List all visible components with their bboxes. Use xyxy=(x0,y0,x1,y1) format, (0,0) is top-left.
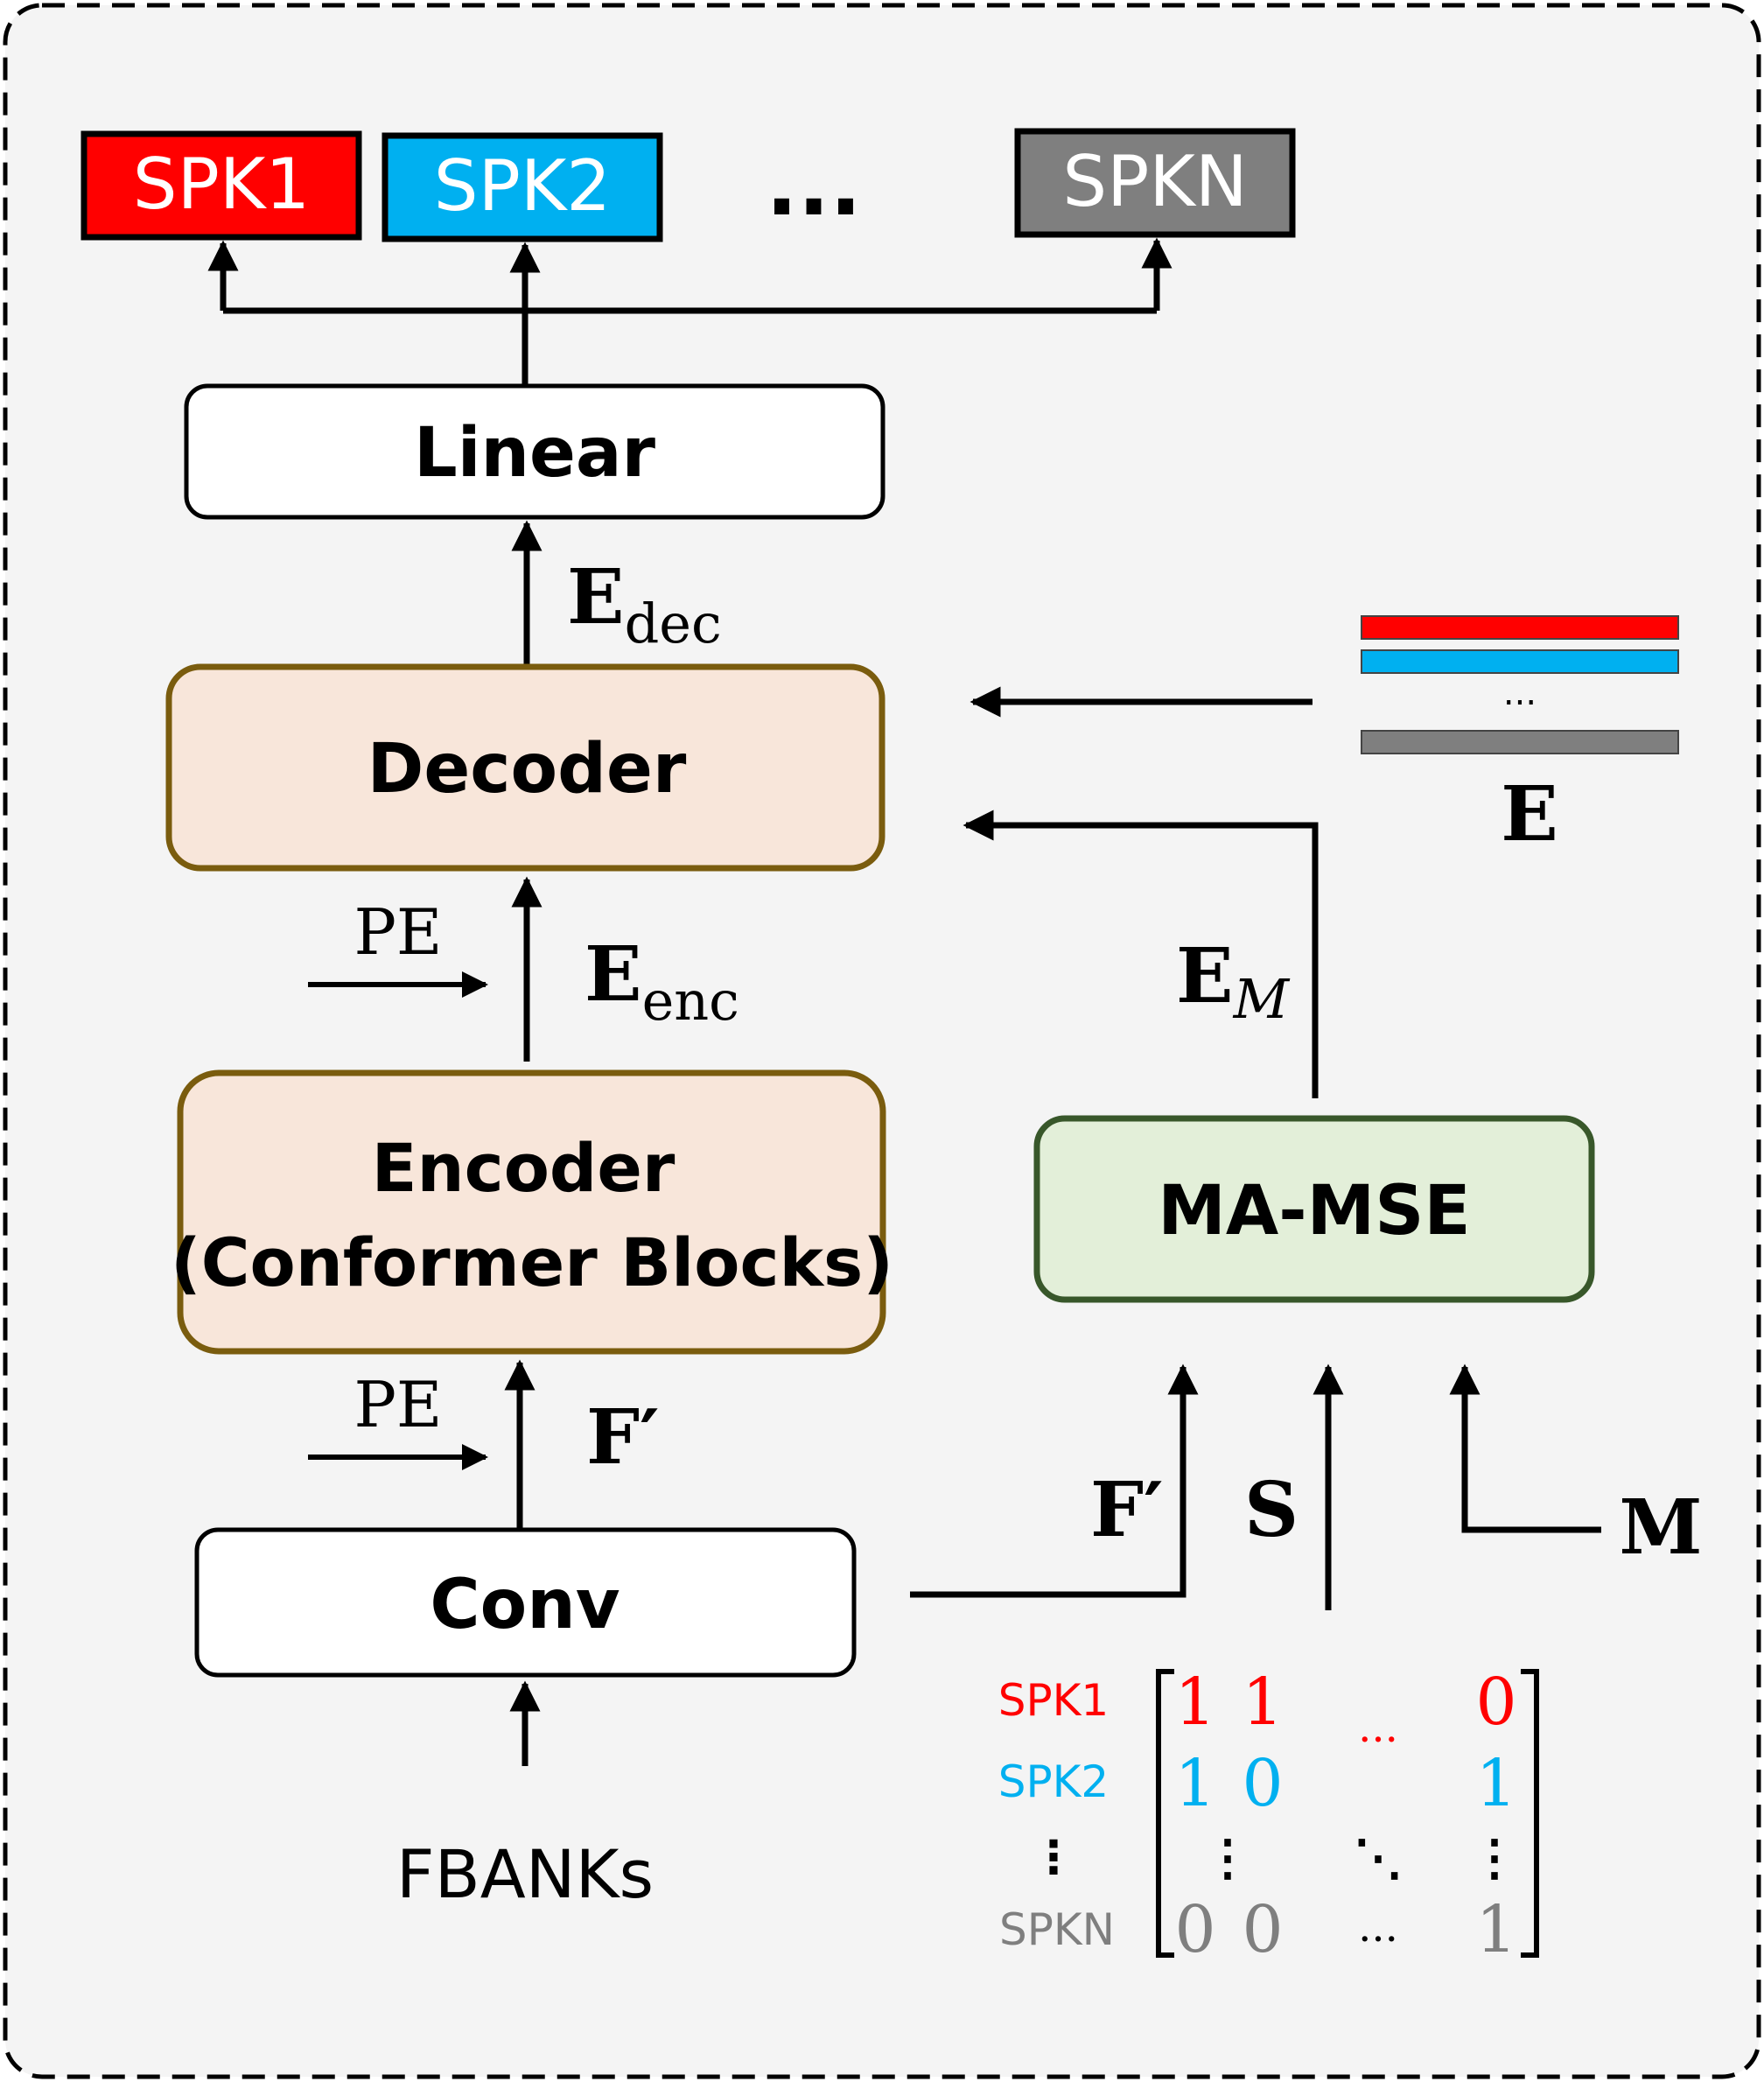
speaker-embedding-bank: ... E xyxy=(1361,615,1679,859)
matrix-row-label-spk2: SPK2 xyxy=(998,1756,1110,1807)
output-spkn-label: SPKN xyxy=(1062,141,1247,222)
matrix-cell: ⋮ xyxy=(1470,1829,1519,1887)
label-e-enc: Eenc xyxy=(584,930,739,1033)
output-distribution-arrows xyxy=(207,237,1172,385)
label-f-prime-right: F′ xyxy=(1090,1466,1164,1554)
decoder-label: Decoder xyxy=(368,730,687,809)
input-fbanks: FBANKs xyxy=(396,1835,654,1913)
embedding-spkn xyxy=(1361,730,1679,754)
output-spk1: SPK1 xyxy=(80,130,362,241)
matrix-cell: ... xyxy=(1358,1903,1398,1952)
label-pe-top: PE xyxy=(354,895,442,969)
label-m: M xyxy=(1619,1483,1702,1572)
embedding-spk1 xyxy=(1361,615,1679,640)
linear-label: Linear xyxy=(414,414,656,493)
matrix-cell: 1 xyxy=(1475,1746,1516,1821)
conv-block: Conv xyxy=(194,1527,857,1678)
embedding-spk2 xyxy=(1361,649,1679,674)
label-e-dec: Edec xyxy=(567,553,722,655)
matrix-row-label-spkn: SPKN xyxy=(999,1904,1115,1955)
mamse-block: MA-MSE xyxy=(1033,1115,1595,1303)
matrix-right-bracket xyxy=(1521,1669,1539,1958)
output-spkn: SPKN xyxy=(1014,128,1296,238)
label-e-m: EM xyxy=(1176,932,1291,1031)
embedding-ellipsis: ... xyxy=(1503,673,1536,713)
matrix-cell: 0 xyxy=(1475,1665,1516,1740)
output-ellipsis: ... xyxy=(766,137,861,235)
matrix-cell: 0 xyxy=(1242,1892,1283,1967)
decoder-block: Decoder xyxy=(165,663,886,872)
speaker-activity-matrix: SPK1 SPK2 ⋮ SPKN 1 1 ... 0 1 0 1 ⋮ ⋱ ⋮ 0… xyxy=(998,1665,1539,1967)
output-spk2: SPK2 xyxy=(382,132,663,242)
label-pe-bottom: PE xyxy=(354,1368,442,1441)
matrix-cell: 1 xyxy=(1242,1665,1283,1740)
matrix-row-label-dots: ⋮ xyxy=(1031,1832,1076,1884)
label-e: E xyxy=(1501,770,1558,859)
encoder-label-line2: (Conformer Blocks) xyxy=(171,1223,893,1301)
arrow-conv-to-mamse xyxy=(910,1363,1199,1598)
matrix-cell: 1 xyxy=(1174,1746,1215,1821)
encoder-label-line1: Encoder xyxy=(372,1129,676,1207)
mamse-label: MA-MSE xyxy=(1158,1172,1470,1251)
matrix-cell: ... xyxy=(1358,1703,1398,1752)
matrix-left-bracket xyxy=(1156,1669,1174,1958)
matrix-cell: 0 xyxy=(1174,1892,1215,1967)
arrow-m-to-mamse xyxy=(1449,1363,1601,1533)
matrix-cell: ⋱ xyxy=(1354,1829,1403,1887)
matrix-cell: 0 xyxy=(1242,1746,1283,1821)
encoder-block: Encoder (Conformer Blocks) xyxy=(171,1069,893,1355)
linear-block: Linear xyxy=(184,383,886,520)
arrow-mamse-to-decoder xyxy=(962,810,1319,1098)
matrix-cell: 1 xyxy=(1475,1892,1516,1967)
output-spk2-label: SPK2 xyxy=(434,145,611,227)
label-s: S xyxy=(1244,1466,1298,1554)
output-spk1-label: SPK1 xyxy=(133,144,310,225)
conv-label: Conv xyxy=(430,1566,620,1644)
label-f-prime-left: F′ xyxy=(586,1393,660,1482)
matrix-cell: 1 xyxy=(1174,1665,1215,1740)
matrix-row-label-spk1: SPK1 xyxy=(998,1675,1110,1726)
matrix-cell: ⋮ xyxy=(1203,1829,1252,1887)
